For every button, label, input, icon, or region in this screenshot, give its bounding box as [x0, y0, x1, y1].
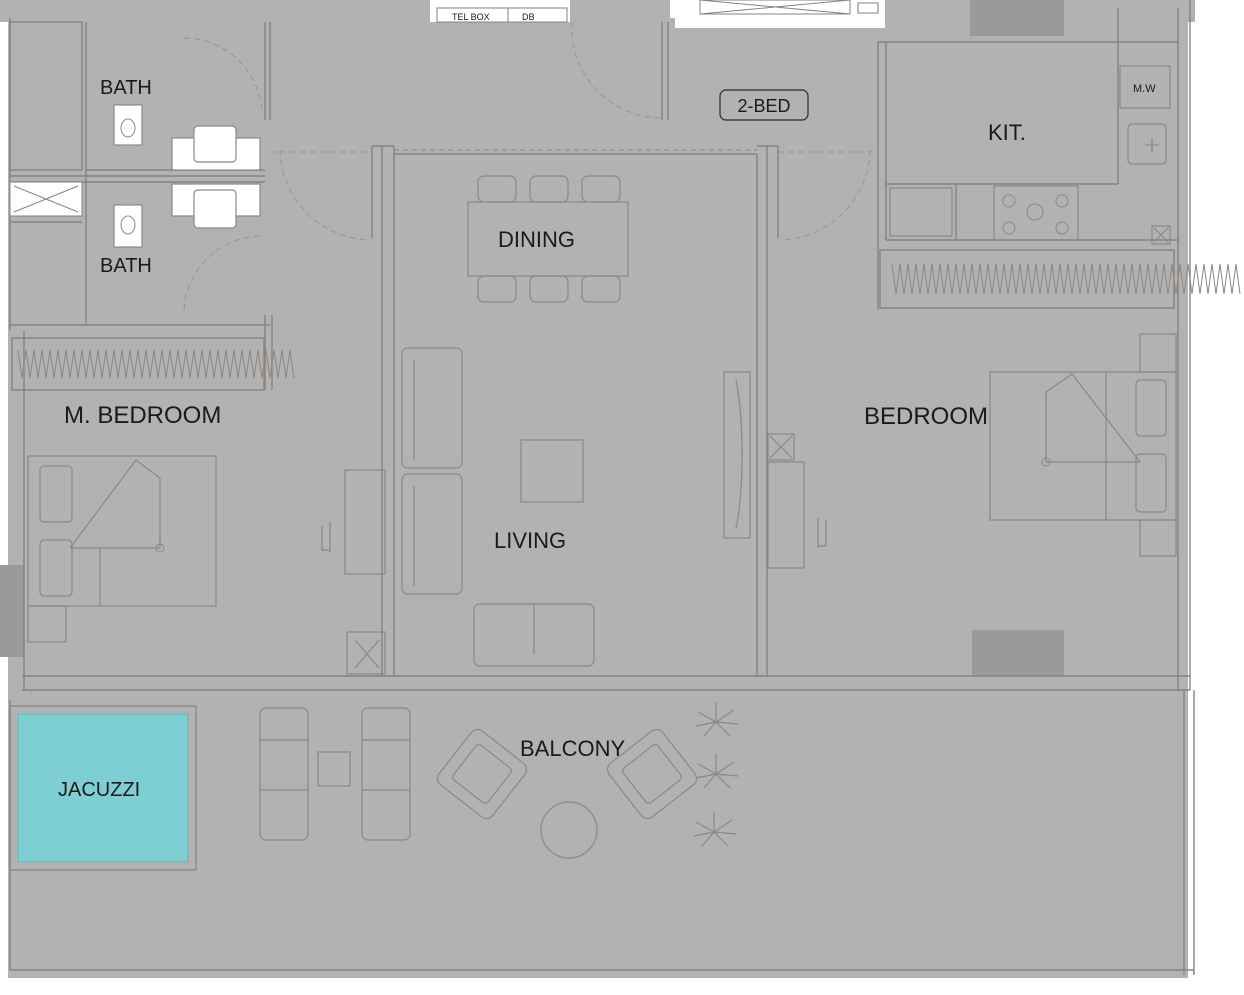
toilet-bottom	[113, 204, 143, 248]
bedroom-desk	[767, 433, 827, 569]
column-top-right	[970, 0, 1064, 36]
bedroom-label: BEDROOM	[864, 403, 988, 430]
microwave: M.W	[1119, 65, 1171, 109]
cooktop	[993, 185, 1079, 241]
entry-door	[571, 21, 663, 119]
unit-type-badge: 2-BED	[719, 89, 809, 121]
tel-box-panel: TEL BOX DB	[436, 7, 568, 23]
toilet-top	[113, 104, 143, 146]
wardrobe-master	[11, 337, 295, 391]
column-bedroom	[972, 630, 1064, 676]
bath-top-label: BATH	[100, 77, 152, 99]
bedroom-bed	[989, 333, 1177, 557]
round-table	[540, 801, 598, 859]
armchair-right	[606, 728, 698, 820]
balcony-label: BALCONY	[520, 736, 625, 761]
unit-type-label: 2-BED	[737, 96, 790, 116]
bath-bottom-label: BATH	[100, 255, 152, 277]
living-walls	[270, 145, 876, 676]
master-shaft	[346, 631, 386, 675]
living-label: LIVING	[494, 528, 566, 553]
bath-door-top	[183, 37, 263, 115]
living-door-left	[279, 149, 373, 241]
bathroom-walls	[9, 21, 273, 390]
armchair-left	[436, 728, 528, 820]
sun-lounger-left	[259, 707, 309, 841]
microwave-label: M.W	[1133, 83, 1156, 95]
bath-door-bottom	[183, 235, 263, 311]
floor-area	[8, 18, 1188, 978]
sun-lounger-right	[361, 707, 411, 841]
living-door-right	[779, 149, 871, 241]
sink-bottom	[193, 189, 237, 229]
kitchen-shaft	[1151, 225, 1171, 245]
master-desk	[321, 469, 386, 575]
coffee-table	[520, 439, 584, 503]
kitchen-label: KIT.	[988, 120, 1026, 145]
column-left	[0, 565, 24, 657]
master-bedroom-label: M. BEDROOM	[64, 402, 221, 429]
sink-top	[193, 125, 237, 163]
jacuzzi: JACUZZI	[9, 705, 197, 871]
kitchen-sink	[1127, 123, 1167, 165]
exterior-walls	[9, 0, 1195, 975]
db-label: DB	[522, 12, 535, 22]
side-table-balcony	[317, 751, 351, 787]
plant-icon	[695, 754, 739, 789]
sofa-left	[401, 347, 463, 595]
tel-box-label: TEL BOX	[452, 12, 490, 22]
sofa-bottom	[473, 603, 595, 667]
plant-icon	[695, 702, 739, 737]
tv-unit	[723, 371, 751, 539]
dining-label: DINING	[498, 227, 575, 252]
shaft-box	[699, 0, 879, 15]
plant-icon	[693, 812, 737, 847]
plant-icons	[693, 702, 739, 847]
master-bed	[27, 455, 217, 643]
jacuzzi-label: JACUZZI	[58, 779, 140, 801]
wardrobe-bedroom	[879, 249, 1241, 309]
dining-table	[467, 175, 629, 303]
